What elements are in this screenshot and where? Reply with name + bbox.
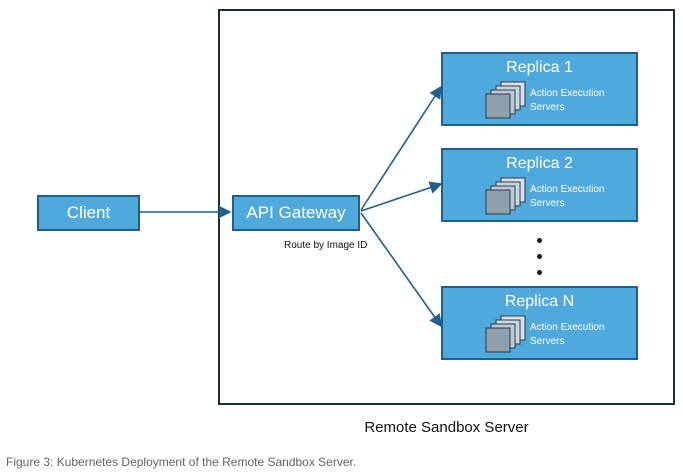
server-stack-icon — [485, 81, 526, 119]
client-node: Client — [37, 195, 140, 231]
ellipsis-dots — [537, 238, 543, 286]
ellipsis-dot — [537, 238, 542, 243]
api-gateway-node: API Gateway — [232, 195, 360, 231]
arrow-gateway-to-replica-1 — [360, 85, 442, 211]
replica-title: Replica N — [504, 293, 575, 310]
server-stack-icon — [485, 315, 526, 353]
replica-line-1: Action Execution — [530, 184, 605, 195]
replica-node: Replica 1 Action Execution Servers — [441, 52, 638, 126]
arrow-gateway-to-replica-2 — [360, 181, 443, 212]
replica-description: Action Execution Servers — [530, 87, 605, 115]
replica-description: Action Execution Servers — [530, 321, 605, 349]
api-gateway-label: API Gateway — [246, 203, 346, 222]
replica-description: Action Execution Servers — [530, 183, 605, 211]
client-label: Client — [66, 203, 111, 222]
replica-line-2: Servers — [530, 336, 565, 347]
replica-title: Replica 2 — [506, 155, 573, 172]
figure-caption: Figure 3: Kubernetes Deployment of the R… — [6, 455, 357, 469]
ellipsis-dot — [537, 254, 542, 259]
replica-line-2: Servers — [530, 102, 565, 113]
replica-line-1: Action Execution — [530, 322, 605, 333]
server-stack-icon — [485, 177, 526, 215]
route-label: Route by Image ID — [284, 240, 368, 251]
replica-node: Replica 2 Action Execution Servers — [441, 148, 638, 222]
ellipsis-dot — [537, 270, 542, 275]
replica-node: Replica N Action Execution Servers — [441, 286, 638, 360]
server-caption: Remote Sandbox Server — [364, 419, 529, 436]
replica-line-1: Action Execution — [530, 88, 605, 99]
replica-line-2: Servers — [530, 198, 565, 209]
arrow-gateway-to-replica-n — [360, 212, 442, 328]
replica-title: Replica 1 — [506, 59, 573, 76]
